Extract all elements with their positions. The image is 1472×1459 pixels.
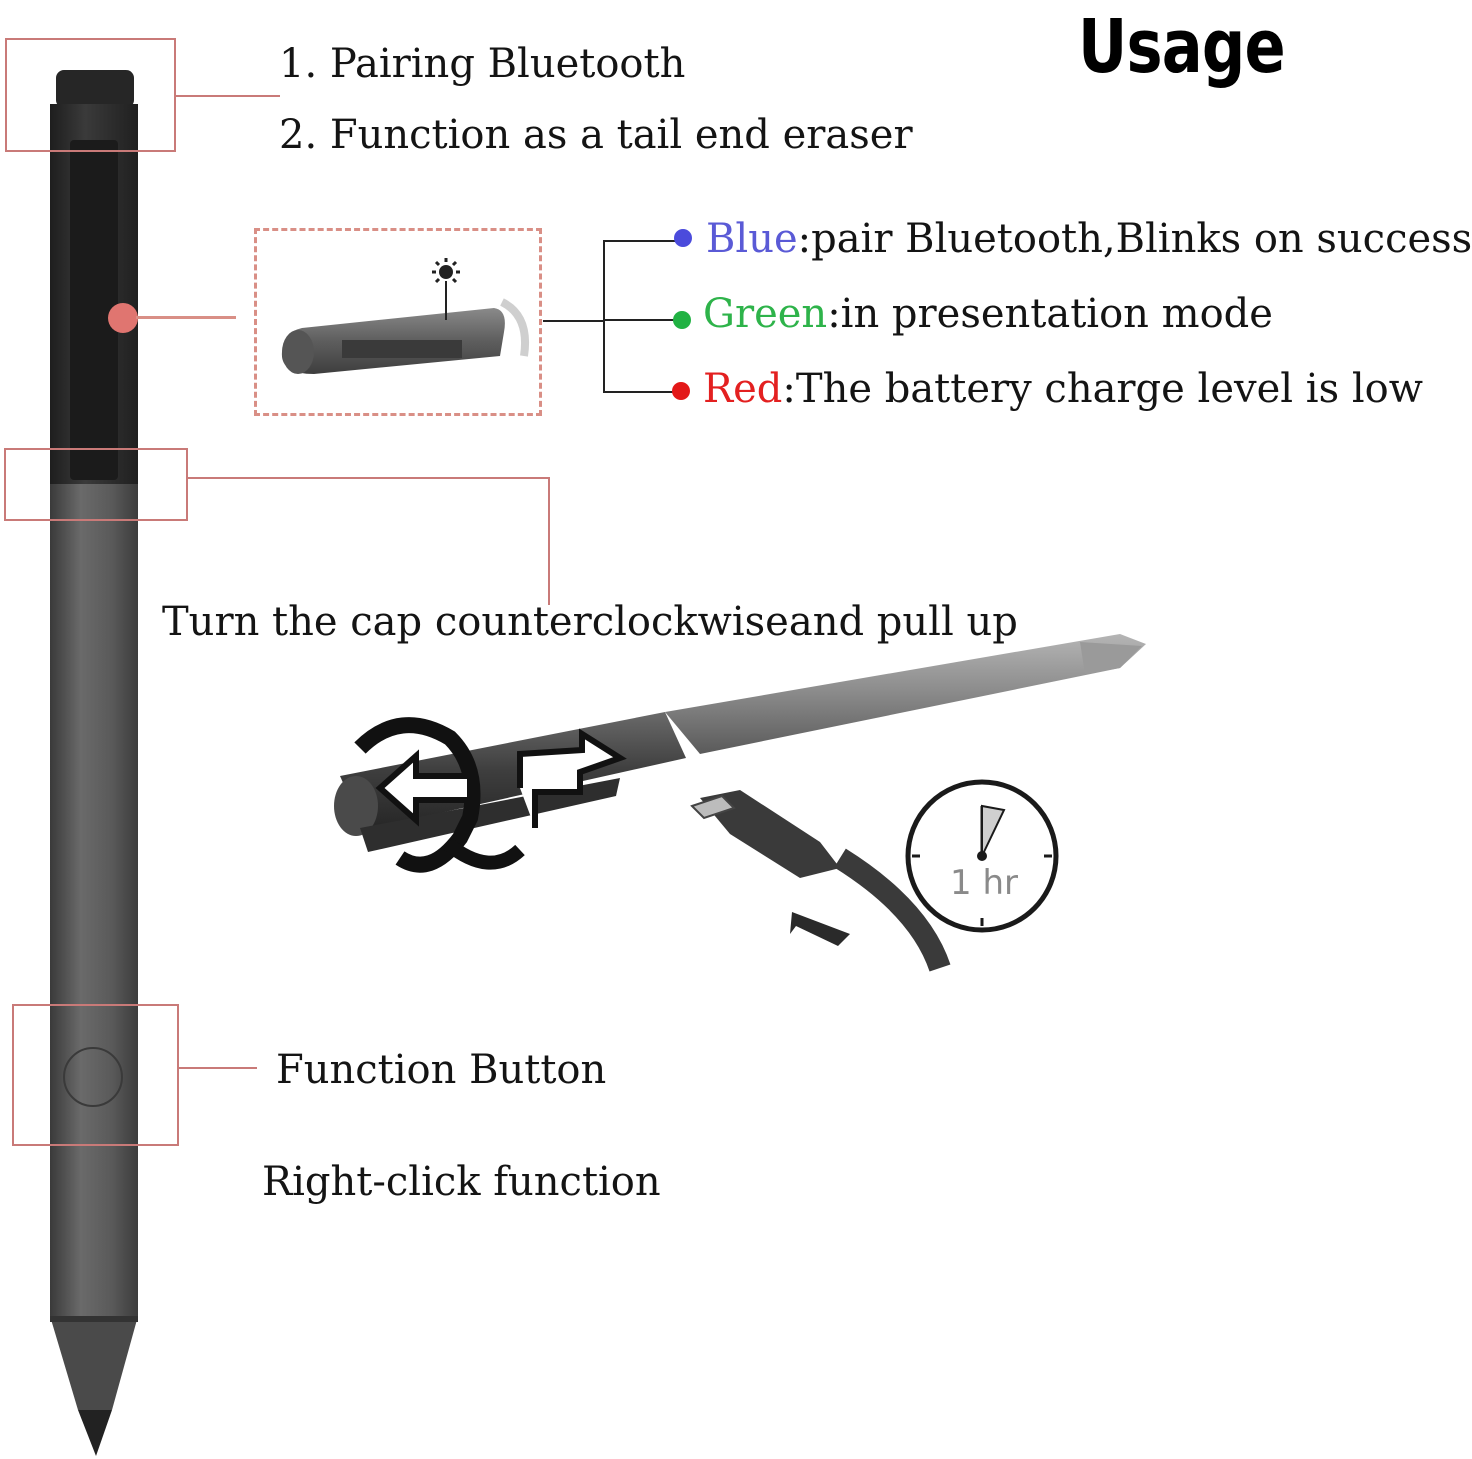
led-blue-description: :pair Bluetooth,Blinks on success xyxy=(797,216,1472,262)
led-green-description: :in presentation mode xyxy=(827,291,1273,337)
stylus-illustration xyxy=(50,70,138,1456)
led-indicator-dot xyxy=(108,303,138,333)
charging-illustration xyxy=(334,634,1146,972)
led-light-icon xyxy=(432,258,460,284)
bracket-branch-blue xyxy=(603,240,675,242)
callout-box-function-button xyxy=(12,1004,179,1146)
led-green-color-word: Green xyxy=(703,291,828,337)
pairing-bluetooth-text: 1. Pairing Bluetooth xyxy=(279,41,686,87)
horizontal-pen-barrel xyxy=(665,634,1146,754)
insert-arrow-icon xyxy=(790,912,850,946)
rotate-arrow-icon xyxy=(354,717,481,873)
callout-line-eraser xyxy=(176,95,280,97)
red-dot-icon xyxy=(672,382,690,400)
pen-tip xyxy=(50,1316,138,1410)
led-green-text: Green:in presentation mode xyxy=(703,294,1273,334)
pen-body xyxy=(50,484,138,1316)
led-detail-box xyxy=(254,228,542,416)
callout-line-cap-vertical xyxy=(548,477,550,605)
title: Usage xyxy=(1078,4,1286,90)
callout-line-led xyxy=(136,316,236,319)
led-cap-illustration xyxy=(281,258,529,374)
pen-eraser-cap xyxy=(56,70,134,108)
led-blue-color-word: Blue xyxy=(706,216,798,262)
led-red-text: Red:The battery charge level is low xyxy=(703,369,1423,409)
pen-clip xyxy=(70,140,118,480)
eraser-function-text: 2. Function as a tail end eraser xyxy=(279,112,913,158)
green-dot-icon xyxy=(673,311,691,329)
usb-c-plug-icon xyxy=(700,790,840,878)
callout-box-eraser xyxy=(5,38,176,152)
bracket-branch-green xyxy=(603,319,675,321)
led-red-color-word: Red xyxy=(703,366,783,412)
blue-dot-icon xyxy=(674,229,692,247)
led-red-description: :The battery charge level is low xyxy=(782,366,1423,412)
bracket-branch-red xyxy=(603,391,675,393)
callout-box-cap xyxy=(4,448,188,521)
pen-function-button xyxy=(63,1047,123,1107)
bracket-link xyxy=(543,320,605,322)
usb-c-cable xyxy=(834,848,951,972)
clock-icon xyxy=(905,779,1059,933)
callout-line-cap-horizontal xyxy=(188,477,550,479)
led-blue-text: Blue:pair Bluetooth,Blinks on success xyxy=(706,219,1472,259)
callout-line-function-button xyxy=(179,1067,257,1069)
cap-instruction-text: Turn the cap counterclockwiseand pull up xyxy=(162,599,1018,645)
clock-label: 1 hr xyxy=(950,863,1018,903)
bracket-vertical xyxy=(603,240,605,393)
function-button-label: Function Button xyxy=(276,1047,607,1093)
function-button-description: Right-click function xyxy=(262,1159,661,1205)
pull-arrow-icon xyxy=(517,728,627,828)
